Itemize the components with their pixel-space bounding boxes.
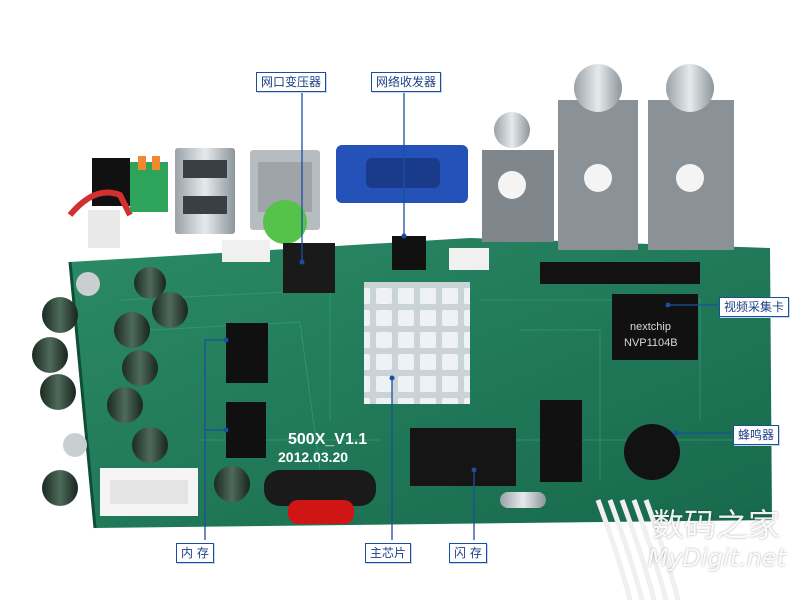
watermark-en: MyDigit.net xyxy=(647,544,786,572)
sata-port xyxy=(540,400,582,482)
rj45-port xyxy=(250,150,320,244)
terminal-block xyxy=(130,156,168,212)
heatsink xyxy=(364,282,470,404)
usb-ports xyxy=(175,148,235,234)
rtc-battery xyxy=(264,470,376,524)
buzzer xyxy=(624,424,680,480)
memory-chip xyxy=(226,323,268,383)
callout-buzzer: 蜂鸣器 xyxy=(733,425,780,445)
watermark-cn: 数码之家 xyxy=(651,506,780,544)
board-date-text: 2012.03.20 xyxy=(278,449,348,465)
callout-memory: 内 存 xyxy=(176,543,214,563)
crystal xyxy=(500,492,546,508)
ribbon-cable xyxy=(595,499,681,600)
callout-main-chip: 主芯片 xyxy=(365,543,412,563)
leader-lines xyxy=(204,92,731,540)
white-connector xyxy=(222,240,270,262)
network-transceiver-chip xyxy=(392,236,426,270)
memory-chip xyxy=(226,402,266,458)
capture-chip-model: NVP1104B xyxy=(624,337,678,349)
callout-network-transceiver: 网络收发器 xyxy=(371,72,442,92)
capture-chip-brand: nextchip xyxy=(630,321,671,333)
network-transformer-chip xyxy=(283,243,335,293)
callout-network-transformer: 网口变压器 xyxy=(256,72,327,92)
flash-chip xyxy=(410,428,516,486)
vga-port xyxy=(336,145,468,203)
pin-header xyxy=(540,262,700,284)
callout-capture-card: 视频采集卡 xyxy=(719,297,790,317)
white-connector xyxy=(449,248,489,270)
board-model-text: 500X_V1.1 xyxy=(288,431,367,448)
capture-chip: nextchip NVP1104B xyxy=(612,294,698,360)
callout-flash: 闪 存 xyxy=(449,543,487,563)
bnc-connectors xyxy=(482,64,734,250)
leader-dots xyxy=(223,233,679,473)
molex-connector xyxy=(100,468,198,516)
capacitors xyxy=(32,267,250,506)
power-jack xyxy=(67,158,133,248)
